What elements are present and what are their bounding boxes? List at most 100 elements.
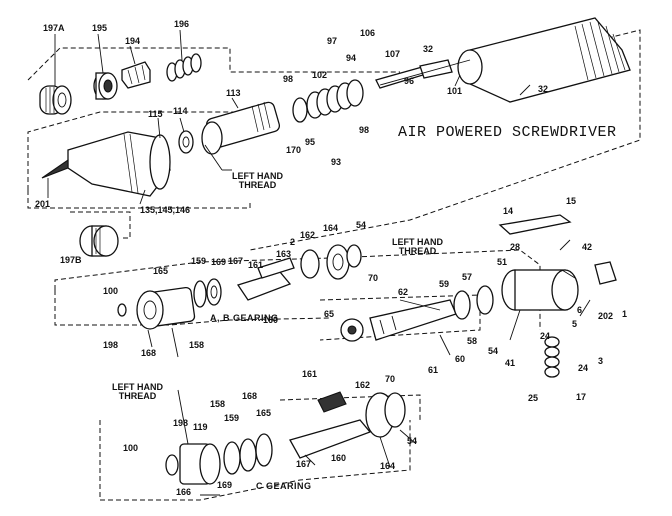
note-thread-right: LEFT HAND THREAD xyxy=(392,237,443,257)
part-label-14: 14 xyxy=(503,206,514,216)
part-label-98-top: 98 xyxy=(283,74,294,84)
part-label-168-bottom: 168 xyxy=(242,391,258,401)
part-195-shape xyxy=(93,72,118,100)
part-label-198-mid: 198 xyxy=(103,340,119,350)
part-spring-stack-shape xyxy=(544,336,560,378)
outline-chuck-group xyxy=(27,47,400,81)
part-label-97: 97 xyxy=(327,36,338,46)
part-label-167-mid: 167 xyxy=(228,256,244,266)
part-label-28: 28 xyxy=(510,242,521,252)
part-label-198-bottom: 198 xyxy=(173,418,189,428)
part-label-194: 194 xyxy=(125,36,141,46)
part-label-1: 1 xyxy=(622,309,628,319)
part-label-101: 101 xyxy=(447,86,463,96)
part-nose-shape xyxy=(67,131,171,197)
outline-c-group xyxy=(99,420,411,501)
part-label-115: 115 xyxy=(148,109,163,119)
part-label-93: 93 xyxy=(331,157,342,167)
part-label-201: 201 xyxy=(35,199,51,209)
part-label-2: 2 xyxy=(290,237,296,247)
part-label-195: 195 xyxy=(92,23,108,33)
part-61-spindle-shape xyxy=(369,299,457,341)
part-label-158-bottom: 158 xyxy=(210,399,226,409)
part-label-197b: 197B xyxy=(60,255,82,265)
part-label-202: 202 xyxy=(598,311,614,321)
part-label-60: 60 xyxy=(455,354,466,364)
part-label-96: 96 xyxy=(404,76,415,86)
part-label-196: 196 xyxy=(174,19,190,29)
part-label-159-bottom: 159 xyxy=(224,413,240,423)
part-label-62: 62 xyxy=(398,287,409,297)
part-label-161-mid: 161 xyxy=(248,260,264,270)
part-165-shape xyxy=(136,286,196,330)
outline-c-top xyxy=(279,394,421,420)
part-label-100-mid: 100 xyxy=(103,286,119,296)
part-label-54-mid: 54 xyxy=(356,220,367,230)
part-159-a-shape xyxy=(193,278,222,308)
note-thread-top: LEFT HAND THREAD xyxy=(232,171,283,191)
outline-ab-bottom xyxy=(54,290,331,326)
part-label-3: 3 xyxy=(598,356,604,366)
part-label-113: 113 xyxy=(226,88,241,98)
part-label-160-bottom: 160 xyxy=(331,453,347,463)
part-113-shape xyxy=(201,101,281,155)
part-194-shape xyxy=(121,61,151,89)
part-label-95: 95 xyxy=(305,137,316,147)
outline-nose-group xyxy=(27,190,251,209)
part-label-5: 5 xyxy=(572,319,578,329)
part-label-100-bottom: 100 xyxy=(123,443,139,453)
part-196-shape xyxy=(166,53,202,82)
diagram-title: AIR POWERED SCREWDRIVER xyxy=(398,124,617,141)
part-label-162-bottom: 162 xyxy=(355,380,371,390)
outline-motor-group xyxy=(249,29,641,251)
part-label-107: 107 xyxy=(385,49,401,59)
outline-197b-group xyxy=(70,211,131,239)
part-label-162-mid: 162 xyxy=(300,230,316,240)
part-102-spring-shape xyxy=(292,79,364,123)
part-label-135-145-146: 135,145,146 xyxy=(140,205,191,215)
group-outlines xyxy=(27,29,641,501)
part-label-163: 163 xyxy=(276,249,292,259)
part-160-b-shape xyxy=(289,391,372,459)
part-motor-shaft-shape xyxy=(375,59,471,89)
part-label-170: 170 xyxy=(286,145,302,155)
part-label-70-bottom: 70 xyxy=(385,374,396,384)
part-100-a-shape xyxy=(117,303,127,317)
part-label-169-mid: 169 xyxy=(211,257,227,267)
part-label-32-right: 32 xyxy=(538,84,549,94)
outline-housing-group xyxy=(27,111,250,190)
part-162-164-a-shape xyxy=(300,244,362,280)
part-label-41: 41 xyxy=(505,358,516,368)
note-c-gearing: C GEARING xyxy=(256,481,312,491)
part-c-gear-stack-shape xyxy=(165,392,406,485)
part-label-58: 58 xyxy=(467,336,478,346)
part-label-160-mid: 160 xyxy=(263,315,279,325)
part-label-166: 166 xyxy=(176,487,192,497)
part-label-32-top: 32 xyxy=(423,44,434,54)
note-ab-gearing: A, B GEARING xyxy=(210,313,279,323)
part-label-70-mid: 70 xyxy=(368,273,379,283)
part-label-114: 114 xyxy=(173,106,188,116)
part-label-119: 119 xyxy=(193,422,208,432)
part-160-a-shape xyxy=(236,257,295,301)
part-label-54-bottom: 54 xyxy=(407,436,418,446)
part-label-102: 102 xyxy=(312,70,328,80)
part-label-59: 59 xyxy=(439,279,450,289)
part-32-housing-shape xyxy=(457,17,631,103)
part-label-159-mid: 159 xyxy=(191,256,207,266)
part-label-42: 42 xyxy=(582,242,593,252)
part-197a-shape xyxy=(39,85,72,115)
part-label-25: 25 xyxy=(528,393,539,403)
part-label-168-mid: 168 xyxy=(141,348,157,358)
part-label-167-bottom: 167 xyxy=(296,459,312,469)
part-label-6: 6 xyxy=(577,305,583,315)
part-label-24-right: 24 xyxy=(578,363,589,373)
part-65-shape xyxy=(340,318,364,342)
part-label-54-right: 54 xyxy=(488,346,499,356)
part-197b-shape xyxy=(79,225,119,257)
part-label-164-mid: 164 xyxy=(323,223,339,233)
part-label-158-mid: 158 xyxy=(189,340,205,350)
part-label-164-bottom: 164 xyxy=(380,461,396,471)
outline-spindle-group xyxy=(319,294,481,341)
